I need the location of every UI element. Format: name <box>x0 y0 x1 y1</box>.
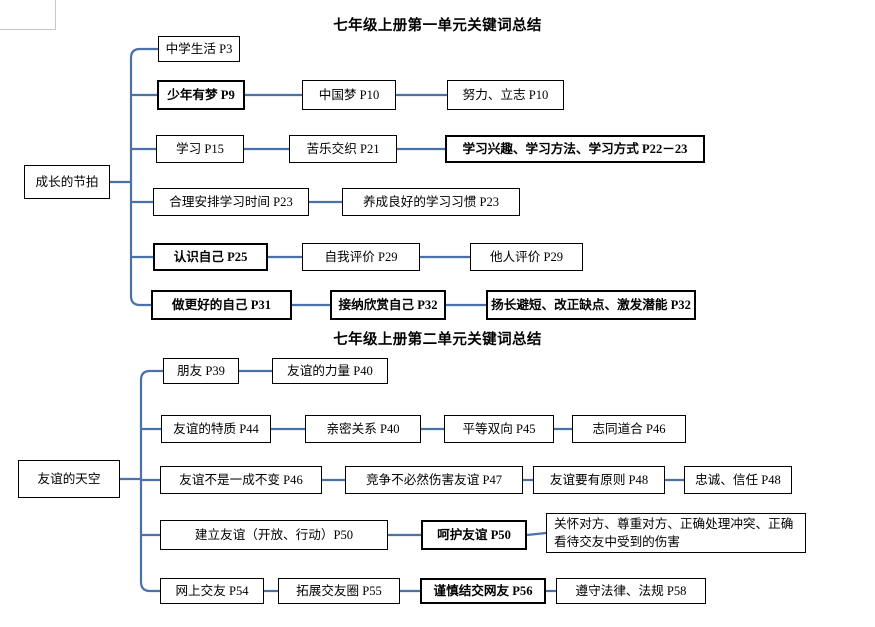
node-label: 中国梦 P10 <box>318 87 380 102</box>
node-unit-2-r2-c2[interactable]: 亲密关系 P40 <box>305 415 421 443</box>
node-unit-1-r6-c1[interactable]: 做更好的自己 P31 <box>151 290 292 320</box>
node-unit-2-r3-c1[interactable]: 友谊不是一成不变 P46 <box>160 466 322 494</box>
node-label: 中学生活 P3 <box>165 41 233 56</box>
node-label: 学习 P15 <box>176 141 224 156</box>
node-label: 友谊的天空 <box>37 471 101 486</box>
node-unit-1-r3-c2[interactable]: 苦乐交织 P21 <box>289 135 397 163</box>
node-unit-1-r5-c2[interactable]: 自我评价 P29 <box>302 243 420 271</box>
root-node-unit-2[interactable]: 友谊的天空 <box>18 460 120 498</box>
node-unit-2-r4-c1[interactable]: 建立友谊（开放、行动）P50 <box>160 520 388 550</box>
node-unit-2-r1-c2[interactable]: 友谊的力量 P40 <box>272 358 388 384</box>
node-label: 网上交友 P54 <box>175 583 249 598</box>
node-unit-1-r3-c3[interactable]: 学习兴趣、学习方法、学习方式 P22－23 <box>445 135 705 163</box>
root-node-unit-1[interactable]: 成长的节拍 <box>24 165 110 199</box>
node-unit-2-r5-c4[interactable]: 遵守法律、法规 P58 <box>556 578 706 604</box>
section-title-unit-2: 七年级上册第二单元关键词总结 <box>333 332 542 348</box>
node-label: 友谊不是一成不变 P46 <box>179 472 303 487</box>
node-unit-1-r2-c3[interactable]: 努力、立志 P10 <box>447 80 564 110</box>
node-label: 竞争不必然伤害友谊 P47 <box>365 472 503 487</box>
node-unit-2-r5-c1[interactable]: 网上交友 P54 <box>160 578 264 604</box>
node-unit-1-r5-c1[interactable]: 认识自己 P25 <box>153 243 268 271</box>
node-unit-2-r5-c2[interactable]: 拓展交友圈 P55 <box>278 578 400 604</box>
node-label: 自我评价 P29 <box>324 249 398 264</box>
node-unit-2-r2-c1[interactable]: 友谊的特质 P44 <box>161 415 271 443</box>
node-unit-1-r5-c3[interactable]: 他人评价 P29 <box>470 243 583 271</box>
node-label: 亲密关系 P40 <box>326 421 400 436</box>
node-unit-2-r2-c3[interactable]: 平等双向 P45 <box>444 415 554 443</box>
node-label: 合理安排学习时间 P23 <box>169 194 293 209</box>
node-unit-1-r2-c1[interactable]: 少年有梦 P9 <box>157 80 245 110</box>
node-label: 谨慎结交网友 P56 <box>433 583 533 598</box>
node-unit-1-r6-c3[interactable]: 扬长避短、改正缺点、激发潜能 P32 <box>486 290 696 320</box>
node-unit-1-r6-c2[interactable]: 接纳欣赏自己 P32 <box>330 290 446 320</box>
section-title-unit-1: 七年级上册第一单元关键词总结 <box>333 18 542 34</box>
node-label: 成长的节拍 <box>35 174 99 189</box>
node-unit-1-r3-c1[interactable]: 学习 P15 <box>156 135 244 163</box>
node-label: 养成良好的学习习惯 P23 <box>362 194 500 209</box>
node-unit-1-r2-c2[interactable]: 中国梦 P10 <box>302 80 396 110</box>
node-label: 关怀对方、尊重对方、正确处理冲突、正确看待交友中受到的伤害 <box>554 516 794 549</box>
node-unit-2-r1-c1[interactable]: 朋友 P39 <box>163 358 239 384</box>
node-unit-1-r4-c1[interactable]: 合理安排学习时间 P23 <box>153 188 309 216</box>
node-label: 努力、立志 P10 <box>462 87 549 102</box>
node-unit-2-r5-c3[interactable]: 谨慎结交网友 P56 <box>420 578 546 604</box>
node-label: 志同道合 P46 <box>592 421 666 436</box>
node-label: 呵护友谊 P50 <box>437 527 511 542</box>
node-label: 学习兴趣、学习方法、学习方式 P22－23 <box>462 141 688 156</box>
node-unit-1-r1-c1[interactable]: 中学生活 P3 <box>158 36 240 62</box>
node-label: 友谊的特质 P44 <box>173 421 259 436</box>
node-label: 建立友谊（开放、行动）P50 <box>194 527 354 542</box>
node-label: 苦乐交织 P21 <box>306 141 380 156</box>
node-label: 他人评价 P29 <box>489 249 564 264</box>
node-unit-1-r4-c2[interactable]: 养成良好的学习习惯 P23 <box>342 188 520 216</box>
node-unit-2-r4-c3[interactable]: 关怀对方、尊重对方、正确处理冲突、正确看待交友中受到的伤害 <box>546 513 806 553</box>
node-label: 接纳欣赏自己 P32 <box>338 297 438 312</box>
page-corner-mark <box>0 0 56 30</box>
node-label: 朋友 P39 <box>177 363 225 378</box>
node-label: 遵守法律、法规 P58 <box>575 583 687 598</box>
node-label: 做更好的自己 P31 <box>172 297 271 312</box>
node-unit-2-r3-c4[interactable]: 忠诚、信任 P48 <box>684 466 792 494</box>
node-label: 友谊的力量 P40 <box>287 363 373 378</box>
node-unit-2-r4-c2[interactable]: 呵护友谊 P50 <box>421 520 527 550</box>
node-unit-2-r3-c2[interactable]: 竞争不必然伤害友谊 P47 <box>345 466 523 494</box>
node-label: 忠诚、信任 P48 <box>695 472 781 487</box>
node-label: 平等双向 P45 <box>462 421 536 436</box>
node-label: 少年有梦 P9 <box>167 87 235 102</box>
node-label: 认识自己 P25 <box>173 249 248 264</box>
node-unit-2-r3-c3[interactable]: 友谊要有原则 P48 <box>533 466 665 494</box>
node-label: 扬长避短、改正缺点、激发潜能 P32 <box>491 297 691 312</box>
node-label: 友谊要有原则 P48 <box>549 472 649 487</box>
node-label: 拓展交友圈 P55 <box>296 583 382 598</box>
node-unit-2-r2-c4[interactable]: 志同道合 P46 <box>572 415 686 443</box>
